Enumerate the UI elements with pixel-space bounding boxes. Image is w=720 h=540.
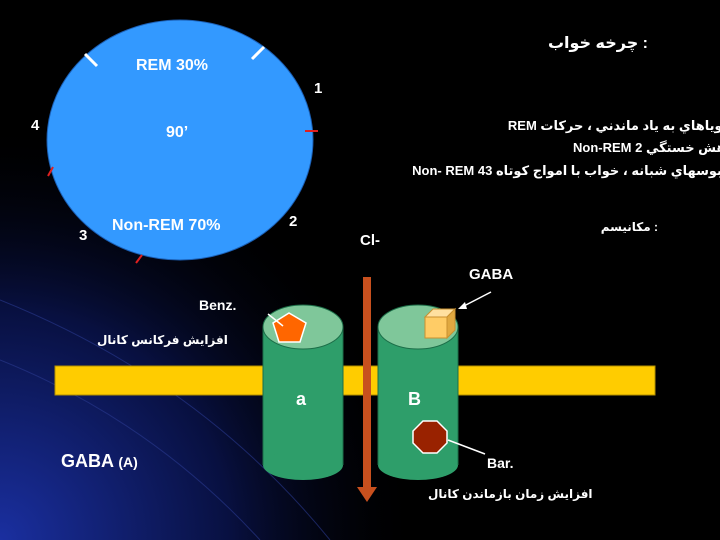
- cycle-duration-label: 90’: [166, 124, 189, 141]
- sleep-cycle-circle: [46, 19, 314, 261]
- cycle-tick-top-left: [83, 52, 99, 68]
- channel-b-label: B: [408, 389, 421, 409]
- cycle-marker-3: 3: [79, 227, 88, 244]
- nonrem-percentage-label: Non-REM 70%: [112, 217, 221, 234]
- channel-a-label: a: [296, 389, 307, 409]
- gaba-a-receptor-sub: (A): [118, 454, 138, 470]
- rem-percentage-label: REM 30%: [136, 57, 209, 74]
- note-rem-dreams: REM روياهاي به ياد ماندني ، حركات :: [507, 118, 720, 133]
- bar-effect-label: افزايش زمان بازماندن كانال: [428, 487, 593, 501]
- gaba-label: GABA: [469, 266, 514, 283]
- mechanism-title: : مكانيسم: [600, 220, 658, 234]
- cycle-tick-top-right: [250, 45, 266, 61]
- gaba-a-receptor-main: GABA: [61, 451, 114, 471]
- benz-pointer-line: [267, 313, 284, 327]
- bar-binding-site-icon: [412, 420, 448, 454]
- cell-membrane: [54, 365, 656, 396]
- benz-label: Benz.: [199, 297, 237, 313]
- chloride-flow-arrow: [357, 277, 377, 502]
- cycle-marker-2: 2: [289, 213, 298, 230]
- benz-binding-site-icon: [272, 312, 307, 343]
- gaba-a-receptor-label: GABA (A): [61, 451, 138, 472]
- benz-effect-label: افزايش فركانس كانال: [97, 333, 228, 347]
- cycle-marker-4: 4: [31, 117, 40, 134]
- bar-pointer-line: [447, 439, 486, 455]
- cycle-tick-bottom: [135, 254, 143, 264]
- bar-label: Bar.: [487, 455, 514, 471]
- gaba-molecule-cube-icon: [423, 307, 457, 340]
- sleep-cycle-title: : چرخه خواب: [547, 35, 648, 52]
- cycle-tick-left: [47, 166, 54, 177]
- gaba-pointer-line: [461, 291, 492, 308]
- note-nonrem-nightmares: Non- REM كابوسهاي شبانه ، خواب با امواج …: [412, 163, 720, 178]
- chloride-ion-label: Cl-: [360, 232, 380, 249]
- gaba-pointer-arrowhead: [458, 302, 467, 309]
- cycle-marker-1: 1: [314, 80, 323, 97]
- note-nonrem-fatigue: Non-REM كاهش خستگي 2: [572, 140, 720, 155]
